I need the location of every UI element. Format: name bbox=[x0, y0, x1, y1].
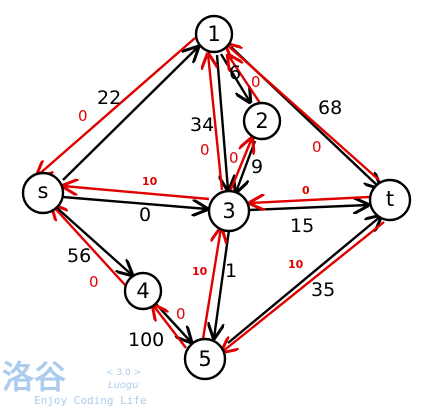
edge-3-5 bbox=[214, 229, 231, 338]
edge-s-4 bbox=[56, 207, 132, 275]
node-5: 5 bbox=[183, 337, 227, 381]
capacity-labels: 22 6 68 34 9 0 15 56 1 35 100 bbox=[67, 62, 342, 351]
residual-t-5 bbox=[222, 221, 385, 352]
flow-label-2-1: 0 bbox=[251, 73, 261, 91]
residual-5-4 bbox=[153, 305, 187, 349]
flow-label-t-5: 10 bbox=[288, 258, 304, 271]
node-label: t bbox=[386, 187, 394, 211]
node-label: 5 bbox=[198, 347, 211, 371]
cap-label-1-3: 34 bbox=[190, 114, 214, 136]
luogu-watermark: 洛谷 < 3.0 > Luogu Enjoy Coding Life bbox=[2, 358, 147, 407]
node-3: 3 bbox=[207, 189, 251, 233]
residual-1-s bbox=[37, 37, 196, 176]
residual-t-1 bbox=[226, 44, 380, 181]
node-label: 3 bbox=[222, 199, 235, 223]
edge-1-3 bbox=[215, 54, 228, 190]
residual-t-3 bbox=[250, 197, 370, 203]
node-label: 1 bbox=[207, 22, 220, 46]
residual-edges bbox=[37, 37, 385, 352]
flow-label-3-1: 0 bbox=[200, 141, 210, 159]
cap-label-2-3: 9 bbox=[251, 156, 263, 178]
residual-3-s bbox=[63, 186, 210, 201]
watermark-slogan: Enjoy Coding Life bbox=[34, 394, 147, 407]
cap-label-5-t: 35 bbox=[311, 279, 335, 301]
watermark-logo: 洛谷 bbox=[2, 358, 66, 396]
edge-s-3 bbox=[62, 195, 207, 209]
node-t: t bbox=[368, 178, 412, 222]
edge-5-t bbox=[227, 216, 381, 344]
watermark-name: Luogu bbox=[108, 380, 139, 391]
cap-label-1-t: 68 bbox=[318, 97, 342, 119]
residual-3-1 bbox=[208, 54, 224, 191]
flow-labels: 0 0 0 0 0 10 0 0 10 10 0 bbox=[78, 73, 322, 323]
node-4: 4 bbox=[123, 271, 163, 311]
node-1: 1 bbox=[194, 14, 234, 54]
flow-label-5-3: 10 bbox=[192, 265, 208, 278]
flow-label-3-s: 10 bbox=[142, 175, 158, 188]
flow-label-5-4: 0 bbox=[176, 305, 186, 323]
residual-2-1 bbox=[228, 55, 263, 107]
edge-s-1 bbox=[62, 47, 198, 181]
flow-label-4-s: 0 bbox=[89, 273, 99, 291]
edge-3-t bbox=[248, 205, 368, 210]
node-label: 2 bbox=[255, 109, 268, 133]
cap-label-3-5: 1 bbox=[225, 260, 237, 282]
flow-label-t-3: 0 bbox=[302, 184, 310, 197]
node-label: 4 bbox=[136, 279, 149, 303]
cap-label-4-5: 100 bbox=[128, 329, 164, 351]
cap-label-1-2: 6 bbox=[229, 62, 241, 84]
node-label: s bbox=[38, 179, 49, 203]
cap-label-s-1: 22 bbox=[97, 87, 121, 109]
cap-label-s-3: 0 bbox=[139, 204, 151, 226]
watermark-version: < 3.0 > bbox=[106, 368, 141, 378]
residual-3-2 bbox=[227, 138, 252, 195]
flow-label-t-1: 0 bbox=[312, 138, 322, 156]
node-s: s bbox=[21, 171, 65, 215]
residual-4-s bbox=[52, 205, 127, 287]
cap-label-s-4: 56 bbox=[67, 245, 91, 267]
cap-label-3-t: 15 bbox=[290, 215, 314, 237]
node-2: 2 bbox=[242, 101, 282, 141]
flow-label-3-2: 0 bbox=[229, 149, 239, 167]
residual-5-3 bbox=[201, 228, 221, 340]
flow-label-1-s: 0 bbox=[78, 107, 88, 125]
